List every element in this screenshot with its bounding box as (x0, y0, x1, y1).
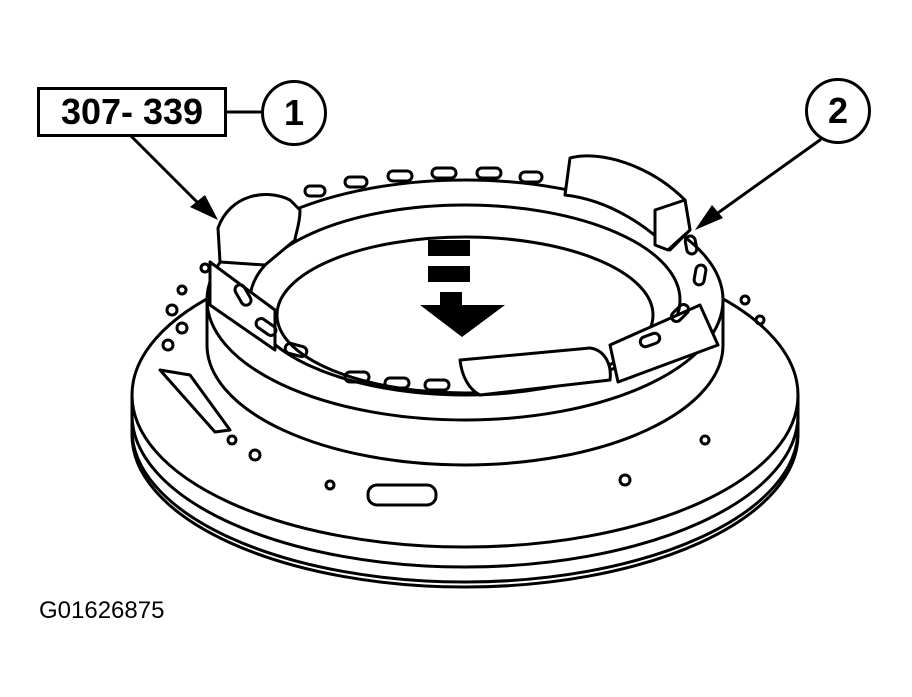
arrowhead-1 (190, 195, 218, 220)
install-direction-arrow-icon (420, 240, 505, 337)
callout-2: 2 (805, 78, 871, 144)
seal-slots (233, 166, 708, 392)
special-tool-label: 307- 339 (37, 87, 227, 137)
callout-1: 1 (261, 80, 327, 146)
arrowhead-2 (695, 205, 723, 230)
mounting-holes (161, 262, 766, 491)
installer-tool (208, 154, 720, 397)
leader-lines (128, 110, 822, 222)
figure-id: G01626875 (39, 597, 165, 624)
housing-slot-front (366, 483, 438, 507)
housing-slot-left (158, 368, 232, 434)
